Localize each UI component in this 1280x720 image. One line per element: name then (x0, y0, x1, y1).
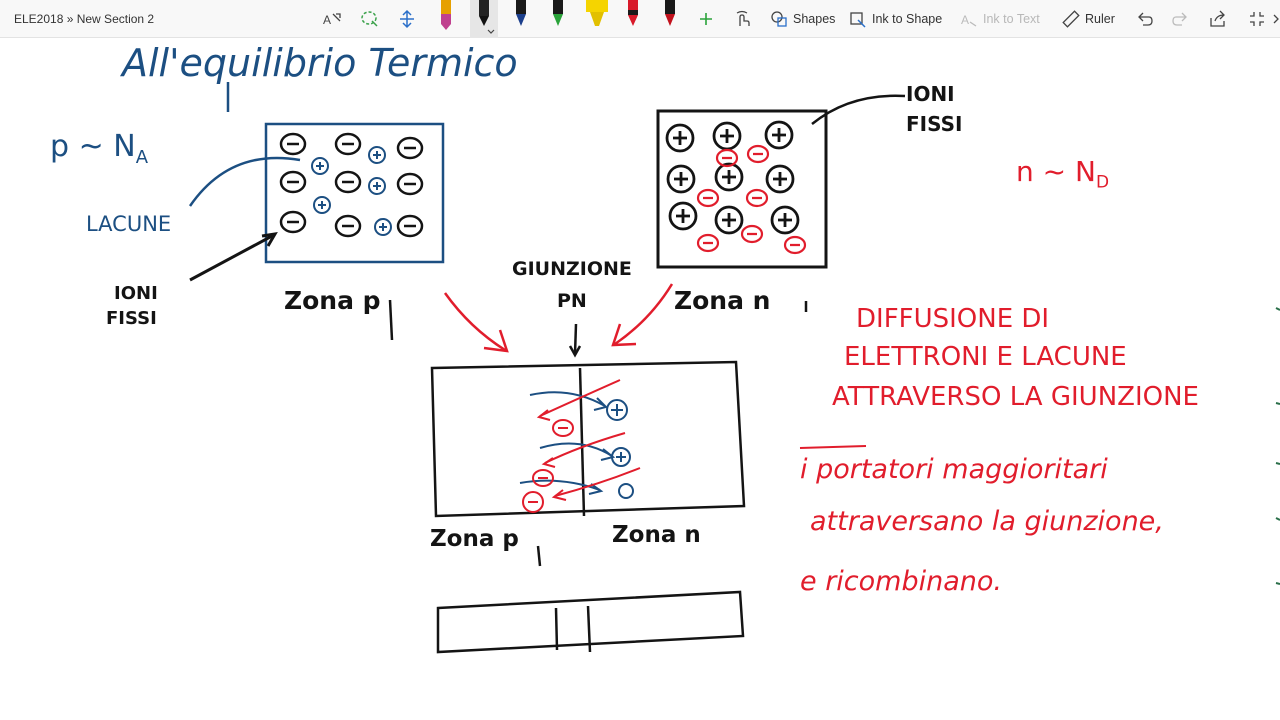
add-pen-icon[interactable] (698, 0, 714, 38)
shapes-icon (771, 11, 787, 27)
ink-to-shape-button[interactable]: Ink to Shape (849, 0, 942, 38)
pen-red-icon[interactable] (624, 0, 642, 34)
breadcrumb[interactable]: ELE2018 » New Section 2 (14, 12, 155, 26)
ink-to-shape-label: Ink to Shape (872, 12, 943, 26)
ruler-label: Ruler (1085, 12, 1115, 26)
portatori-line2: attraversano la giunzione, (810, 506, 1164, 537)
zona-n-top: Zona n (674, 286, 771, 315)
pen-darkred-icon[interactable] (661, 0, 679, 34)
holes-blue (311, 146, 392, 236)
lasso-text-icon[interactable]: A (322, 0, 342, 38)
n-region-box (656, 109, 828, 269)
diffusione-line2: ELETTRONI E LACUNE (844, 342, 1127, 372)
diffusione-line3: ATTRAVERSO LA GIUNZIONE (832, 382, 1199, 412)
ruler-icon (1062, 10, 1080, 28)
undo-icon[interactable] (1135, 0, 1153, 38)
pen-blue-icon[interactable] (512, 0, 530, 34)
svg-text:A: A (323, 13, 331, 27)
ink-to-text-icon: A (961, 13, 977, 27)
diffusione-line1: DIFFUSIONE DI (856, 304, 1050, 334)
n-formula-sub: D (1095, 172, 1110, 193)
pen-pink-icon[interactable] (437, 0, 455, 34)
ink-drawing-layer (188, 82, 1280, 654)
ink-to-text-button[interactable]: A Ink to Text (960, 0, 1040, 38)
giunzione-label: GIUNZIONE (512, 258, 632, 280)
ioni-fissi-left-line2: FISSI (106, 308, 157, 329)
full-screen-icon[interactable] (1248, 0, 1266, 38)
zona-n-bottom: Zona n (612, 522, 701, 548)
pen-green-icon[interactable] (549, 0, 567, 34)
ink-to-shape-icon (850, 12, 866, 28)
ribbon-toolbar: ELE2018 » New Section 2 A Shapes Ink to … (0, 0, 1280, 38)
shapes-label: Shapes (793, 12, 836, 26)
zona-p-bottom: Zona p (430, 526, 519, 552)
portatori-line1: i portatori maggioritari (800, 454, 1108, 485)
lasso-select-icon[interactable] (360, 0, 380, 38)
ioni-fissi-right-line1: IONI (906, 82, 955, 106)
p-formula-main: p ~ N (50, 129, 136, 164)
lacune-label: LACUNE (86, 212, 172, 236)
p-formula-sub: A (135, 147, 149, 168)
electrons-red (696, 144, 807, 255)
n-formula: n ~ ND (1016, 158, 1109, 192)
donor-ions (665, 120, 800, 235)
share-icon[interactable] (1209, 0, 1227, 38)
redo-icon[interactable] (1172, 0, 1190, 38)
p-formula: p ~ NA (50, 132, 148, 167)
zona-p-top: Zona p (284, 286, 381, 315)
pn-junction-box (430, 360, 746, 518)
pen-black-icon (479, 0, 495, 34)
ioni-fissi-left-line1: IONI (114, 283, 158, 304)
portatori-line3: e ricombinano. (800, 566, 1002, 597)
add-space-icon[interactable] (397, 0, 417, 38)
p-region-box (264, 122, 445, 264)
n-formula-main: n ~ N (1016, 155, 1096, 188)
svg-text:A: A (961, 13, 969, 27)
touch-draw-icon[interactable] (733, 0, 751, 38)
title-text: All'equilibrio Termico (122, 41, 518, 85)
note-canvas[interactable]: All'equilibrio Termico p ~ NA LACUNE ION… (0, 38, 1280, 720)
highlighter-yellow-icon[interactable] (584, 0, 610, 34)
band-diagram-bar (436, 590, 745, 654)
shapes-button[interactable]: Shapes (770, 0, 835, 38)
pen-black-selected[interactable] (470, 0, 498, 38)
pn-label: PN (557, 290, 587, 312)
overflow-chevron-icon[interactable] (1272, 0, 1280, 38)
acceptor-ions (279, 132, 424, 238)
ioni-fissi-right-line2: FISSI (906, 112, 963, 136)
ruler-button[interactable]: Ruler (1062, 0, 1115, 38)
ink-to-text-label: Ink to Text (983, 12, 1040, 26)
